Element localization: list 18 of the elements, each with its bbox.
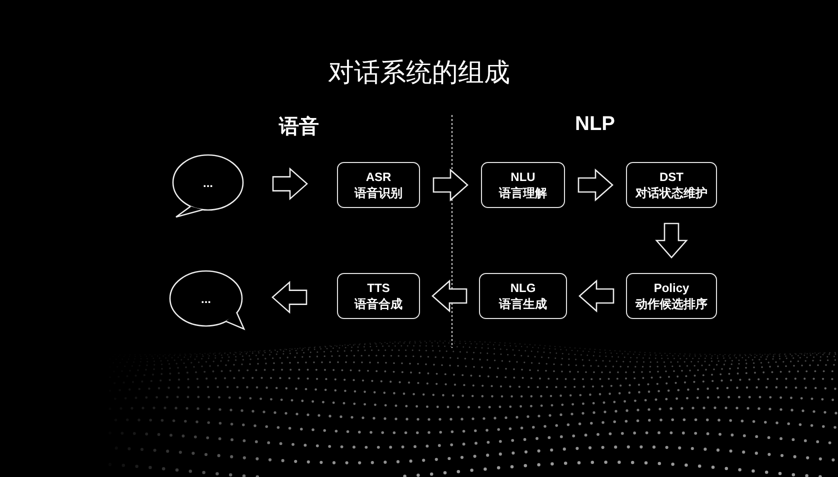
process-box: NLU 语言理解 xyxy=(481,162,565,208)
bubble-text: ... xyxy=(202,176,213,190)
process-box: DST 对话状态维护 xyxy=(626,162,717,208)
section-label: NLP xyxy=(575,113,615,136)
block-arrow xyxy=(655,222,688,258)
process-box: ASR 语音识别 xyxy=(337,162,420,208)
process-box: TTS 语音合成 xyxy=(337,273,420,319)
block-arrow xyxy=(578,168,614,202)
block-arrow xyxy=(432,280,468,312)
block-arrow xyxy=(432,168,468,202)
block-arrow xyxy=(272,167,308,200)
section-label: 语音 xyxy=(279,114,319,140)
title: 对话系统的组成 xyxy=(327,56,511,89)
block-arrow xyxy=(578,280,614,312)
process-box: NLG 语言生成 xyxy=(479,273,567,319)
process-box: Policy 动作候选排序 xyxy=(626,273,717,319)
block-arrow xyxy=(272,280,308,314)
bubble-text: ... xyxy=(200,292,211,306)
